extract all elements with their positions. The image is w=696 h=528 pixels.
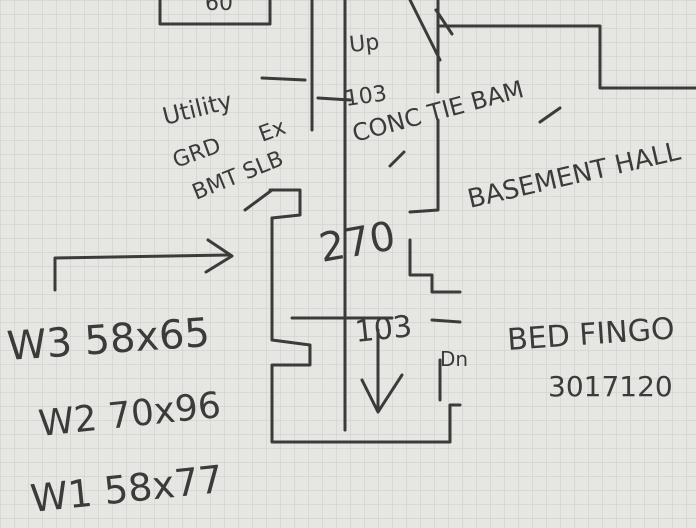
w3-arrowhead (204, 238, 234, 274)
dn-label: Dn (440, 347, 468, 371)
tick-mark-1 (538, 106, 562, 124)
wall-lines (158, 0, 696, 444)
w3-arrow (53, 253, 230, 292)
room-103-mid: 103 (353, 309, 414, 350)
room-103-top: 103 (343, 81, 388, 112)
arrow-marks (53, 8, 562, 414)
utility-underline (260, 76, 307, 82)
tick-mark-5 (434, 8, 454, 36)
code-3017120: 3017120 (548, 370, 673, 403)
tick-mark-3 (243, 188, 274, 212)
tick-mark-2 (388, 150, 406, 168)
tick-mark-4 (316, 96, 352, 102)
down-arrow-head (360, 373, 404, 414)
up-label: Up (348, 30, 381, 58)
top-number: 60 (205, 0, 233, 16)
